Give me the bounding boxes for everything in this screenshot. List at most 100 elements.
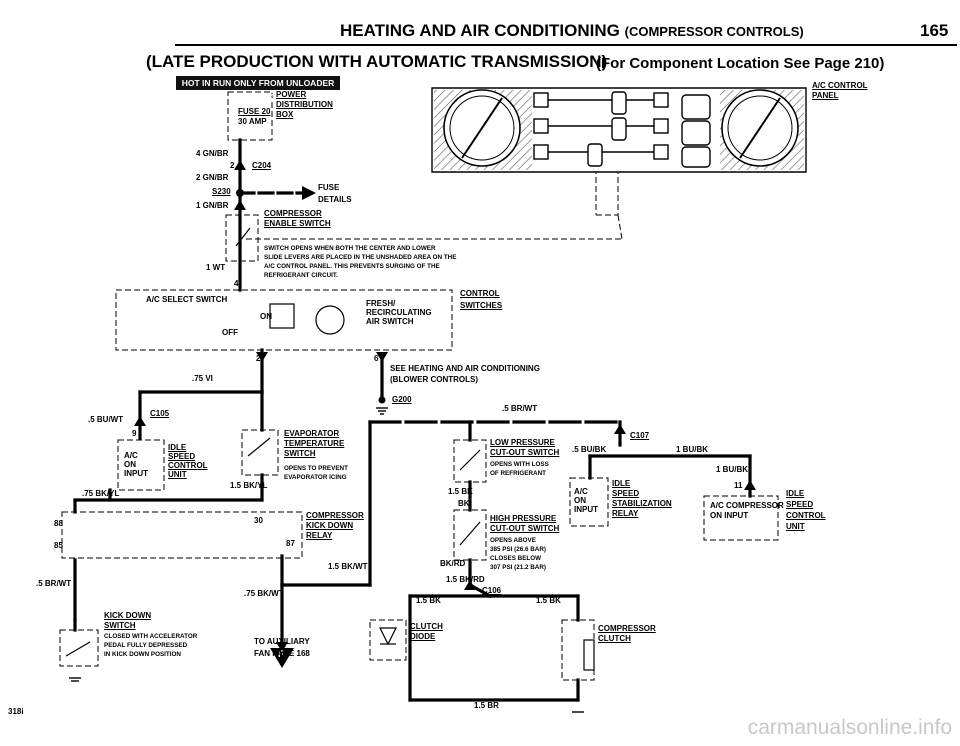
high-pressure-switch-note: OPENS ABOVE bbox=[490, 537, 536, 544]
idle-speed-unit-title: UNIT bbox=[168, 470, 187, 479]
stab-relay-input: ON bbox=[574, 496, 586, 505]
wire-label: 1.5 BK/YL bbox=[230, 481, 268, 490]
blower-reference-note: (BLOWER CONTROLS) bbox=[390, 375, 478, 384]
stab-relay-title: RELAY bbox=[612, 509, 639, 518]
enable-switch-note: A/C CONTROL PANEL. THIS PREVENTS SURGING… bbox=[264, 263, 440, 270]
diagram-subtitle: (LATE PRODUCTION WITH AUTOMATIC TRANSMIS… bbox=[146, 52, 608, 71]
idle-unit-input: INPUT bbox=[124, 469, 148, 478]
blower-reference-note: SEE HEATING AND AIR CONDITIONING bbox=[390, 364, 540, 373]
clutch-diode-title: DIODE bbox=[410, 632, 436, 641]
connector-pin: 6 bbox=[374, 354, 379, 363]
kickdown-relay-title: RELAY bbox=[306, 531, 333, 540]
connector-pin: 2 bbox=[230, 161, 235, 170]
switch-off-label: OFF bbox=[222, 328, 238, 337]
idle-speed-unit-title: IDLE bbox=[168, 443, 187, 452]
wire-label: 1 WT bbox=[206, 263, 226, 272]
control-switches-title: CONTROL bbox=[460, 289, 500, 298]
fuse-details-label: DETAILS bbox=[318, 195, 352, 204]
enable-switch-title: ENABLE SWITCH bbox=[264, 219, 331, 228]
wire-label: 1.5 BK bbox=[416, 596, 441, 605]
compressor-clutch-title: COMPRESSOR bbox=[598, 624, 656, 633]
ground-g200: G200 bbox=[392, 395, 412, 404]
idle-unit-input: A/C bbox=[124, 451, 138, 460]
high-pressure-switch-note: 307 PSI (21.2 BAR) bbox=[490, 564, 546, 571]
idle-unit-right-input: ON INPUT bbox=[710, 511, 749, 520]
relay-pin: 30 bbox=[254, 516, 263, 525]
high-pressure-switch-title: CUT-OUT SWITCH bbox=[490, 524, 560, 533]
page-number: 165 bbox=[920, 21, 949, 40]
fresh-air-switch-label: FRESH/ bbox=[366, 299, 396, 308]
high-pressure-switch-title: HIGH PRESSURE bbox=[490, 514, 557, 523]
page-code: 318i bbox=[8, 707, 24, 716]
wire-label: 1 GN/BR bbox=[196, 201, 229, 210]
enable-switch-note: SLIDE LEVERS ARE PLACED IN THE UNSHADED … bbox=[264, 254, 457, 261]
wire-label: 1.5 BK bbox=[536, 596, 561, 605]
aux-fan-note: TO AUXILIARY bbox=[254, 637, 310, 646]
idle-unit-input: ON bbox=[124, 460, 136, 469]
wire-label: 1.5 BK/WT bbox=[328, 562, 368, 571]
fresh-air-switch-label: AIR SWITCH bbox=[366, 317, 414, 326]
ac-control-panel-label: A/C CONTROL bbox=[812, 81, 868, 90]
connector-c204: C204 bbox=[252, 161, 272, 170]
wire-label: .5 BR/WT bbox=[36, 579, 72, 588]
connector-pin: 2 bbox=[256, 354, 261, 363]
wire-label: 1.5 BK/RD bbox=[446, 575, 485, 584]
connector-pin: 9 bbox=[132, 429, 137, 438]
high-pressure-switch-note: 385 PSI (26.6 BAR) bbox=[490, 546, 546, 553]
wire-label: .75 VI bbox=[192, 374, 213, 383]
kickdown-relay-title: KICK DOWN bbox=[306, 521, 354, 530]
connector-c106: C106 bbox=[482, 586, 502, 595]
wire-label: .5 BU/BK bbox=[572, 445, 607, 454]
low-pressure-switch-title: LOW PRESSURE bbox=[490, 438, 555, 447]
page-title: HEATING AND AIR CONDITIONING (COMPRESSOR… bbox=[340, 21, 804, 40]
wire-label: 1.5 BR bbox=[474, 701, 499, 710]
wire-label: 1 BU/BK bbox=[676, 445, 709, 454]
ac-control-panel-label: PANEL bbox=[812, 91, 839, 100]
ac-select-switch-label: A/C SELECT SWITCH bbox=[146, 295, 228, 304]
kickdown-switch-title: SWITCH bbox=[104, 621, 136, 630]
location-note: (For Component Location See Page 210) bbox=[596, 55, 885, 72]
idle-speed-unit-title: SPEED bbox=[168, 452, 196, 461]
idle-unit-right-title: IDLE bbox=[786, 489, 805, 498]
relay-pin: 87 bbox=[286, 539, 295, 548]
stab-relay-title: SPEED bbox=[612, 489, 640, 498]
fresh-air-switch-label: RECIRCULATING bbox=[366, 308, 432, 317]
enable-switch-title: COMPRESSOR bbox=[264, 209, 322, 218]
enable-switch-note: SWITCH OPENS WHEN BOTH THE CENTER AND LO… bbox=[264, 245, 436, 252]
power-distribution-label-1: POWER bbox=[276, 90, 307, 99]
power-distribution-label-2: DISTRIBUTION bbox=[276, 100, 333, 109]
kickdown-switch-title: KICK DOWN bbox=[104, 611, 152, 620]
evaporator-switch-note: EVAPORATOR ICING bbox=[284, 474, 347, 481]
wire-label: .5 BU/WT bbox=[88, 415, 124, 424]
low-pressure-switch-note: OPENS WITH LOSS bbox=[490, 461, 549, 468]
aux-fan-note: FAN PAGE 168 bbox=[254, 649, 310, 658]
enable-switch-note: REFRIGERANT CIRCUIT. bbox=[264, 272, 338, 279]
wire-label: BK bbox=[458, 499, 470, 508]
fuse-name: FUSE 20 bbox=[238, 107, 271, 116]
idle-unit-right-input: A/C COMPRESSOR bbox=[710, 501, 784, 510]
idle-speed-unit-title: CONTROL bbox=[168, 461, 208, 470]
low-pressure-switch-title: CUT-OUT SWITCH bbox=[490, 448, 560, 457]
connector-pin: 11 bbox=[734, 481, 743, 490]
evaporator-switch-note: OPENS TO PREVENT bbox=[284, 465, 348, 472]
compressor-clutch-title: CLUTCH bbox=[598, 634, 631, 643]
wire-label: 1 BU/BK bbox=[716, 465, 749, 474]
idle-unit-right-title: UNIT bbox=[786, 522, 805, 531]
evaporator-switch-title: EVAPORATOR bbox=[284, 429, 340, 438]
evaporator-switch-title: SWITCH bbox=[284, 449, 316, 458]
control-switches-title: SWITCHES bbox=[460, 301, 503, 310]
wire-label: 1.5 BK bbox=[448, 487, 473, 496]
switch-on-label: ON bbox=[260, 312, 272, 321]
connector-pin: 4 bbox=[234, 279, 239, 288]
stab-relay-input: A/C bbox=[574, 487, 588, 496]
aux-fan-letter: F bbox=[278, 649, 284, 659]
kickdown-relay-title: COMPRESSOR bbox=[306, 511, 364, 520]
ac-control-panel-graphic bbox=[431, 87, 807, 173]
watermark: carmanualsonline.info bbox=[747, 716, 952, 739]
high-pressure-switch-note: CLOSES BELOW bbox=[490, 555, 542, 562]
power-source-banner: HOT IN RUN ONLY FROM UNLOADER RELAY K7 bbox=[176, 76, 340, 102]
wire-label: 4 GN/BR bbox=[196, 149, 229, 158]
wire-label: .75 BK/WT bbox=[244, 589, 284, 598]
wire-label: .5 BR/WT bbox=[502, 404, 538, 413]
